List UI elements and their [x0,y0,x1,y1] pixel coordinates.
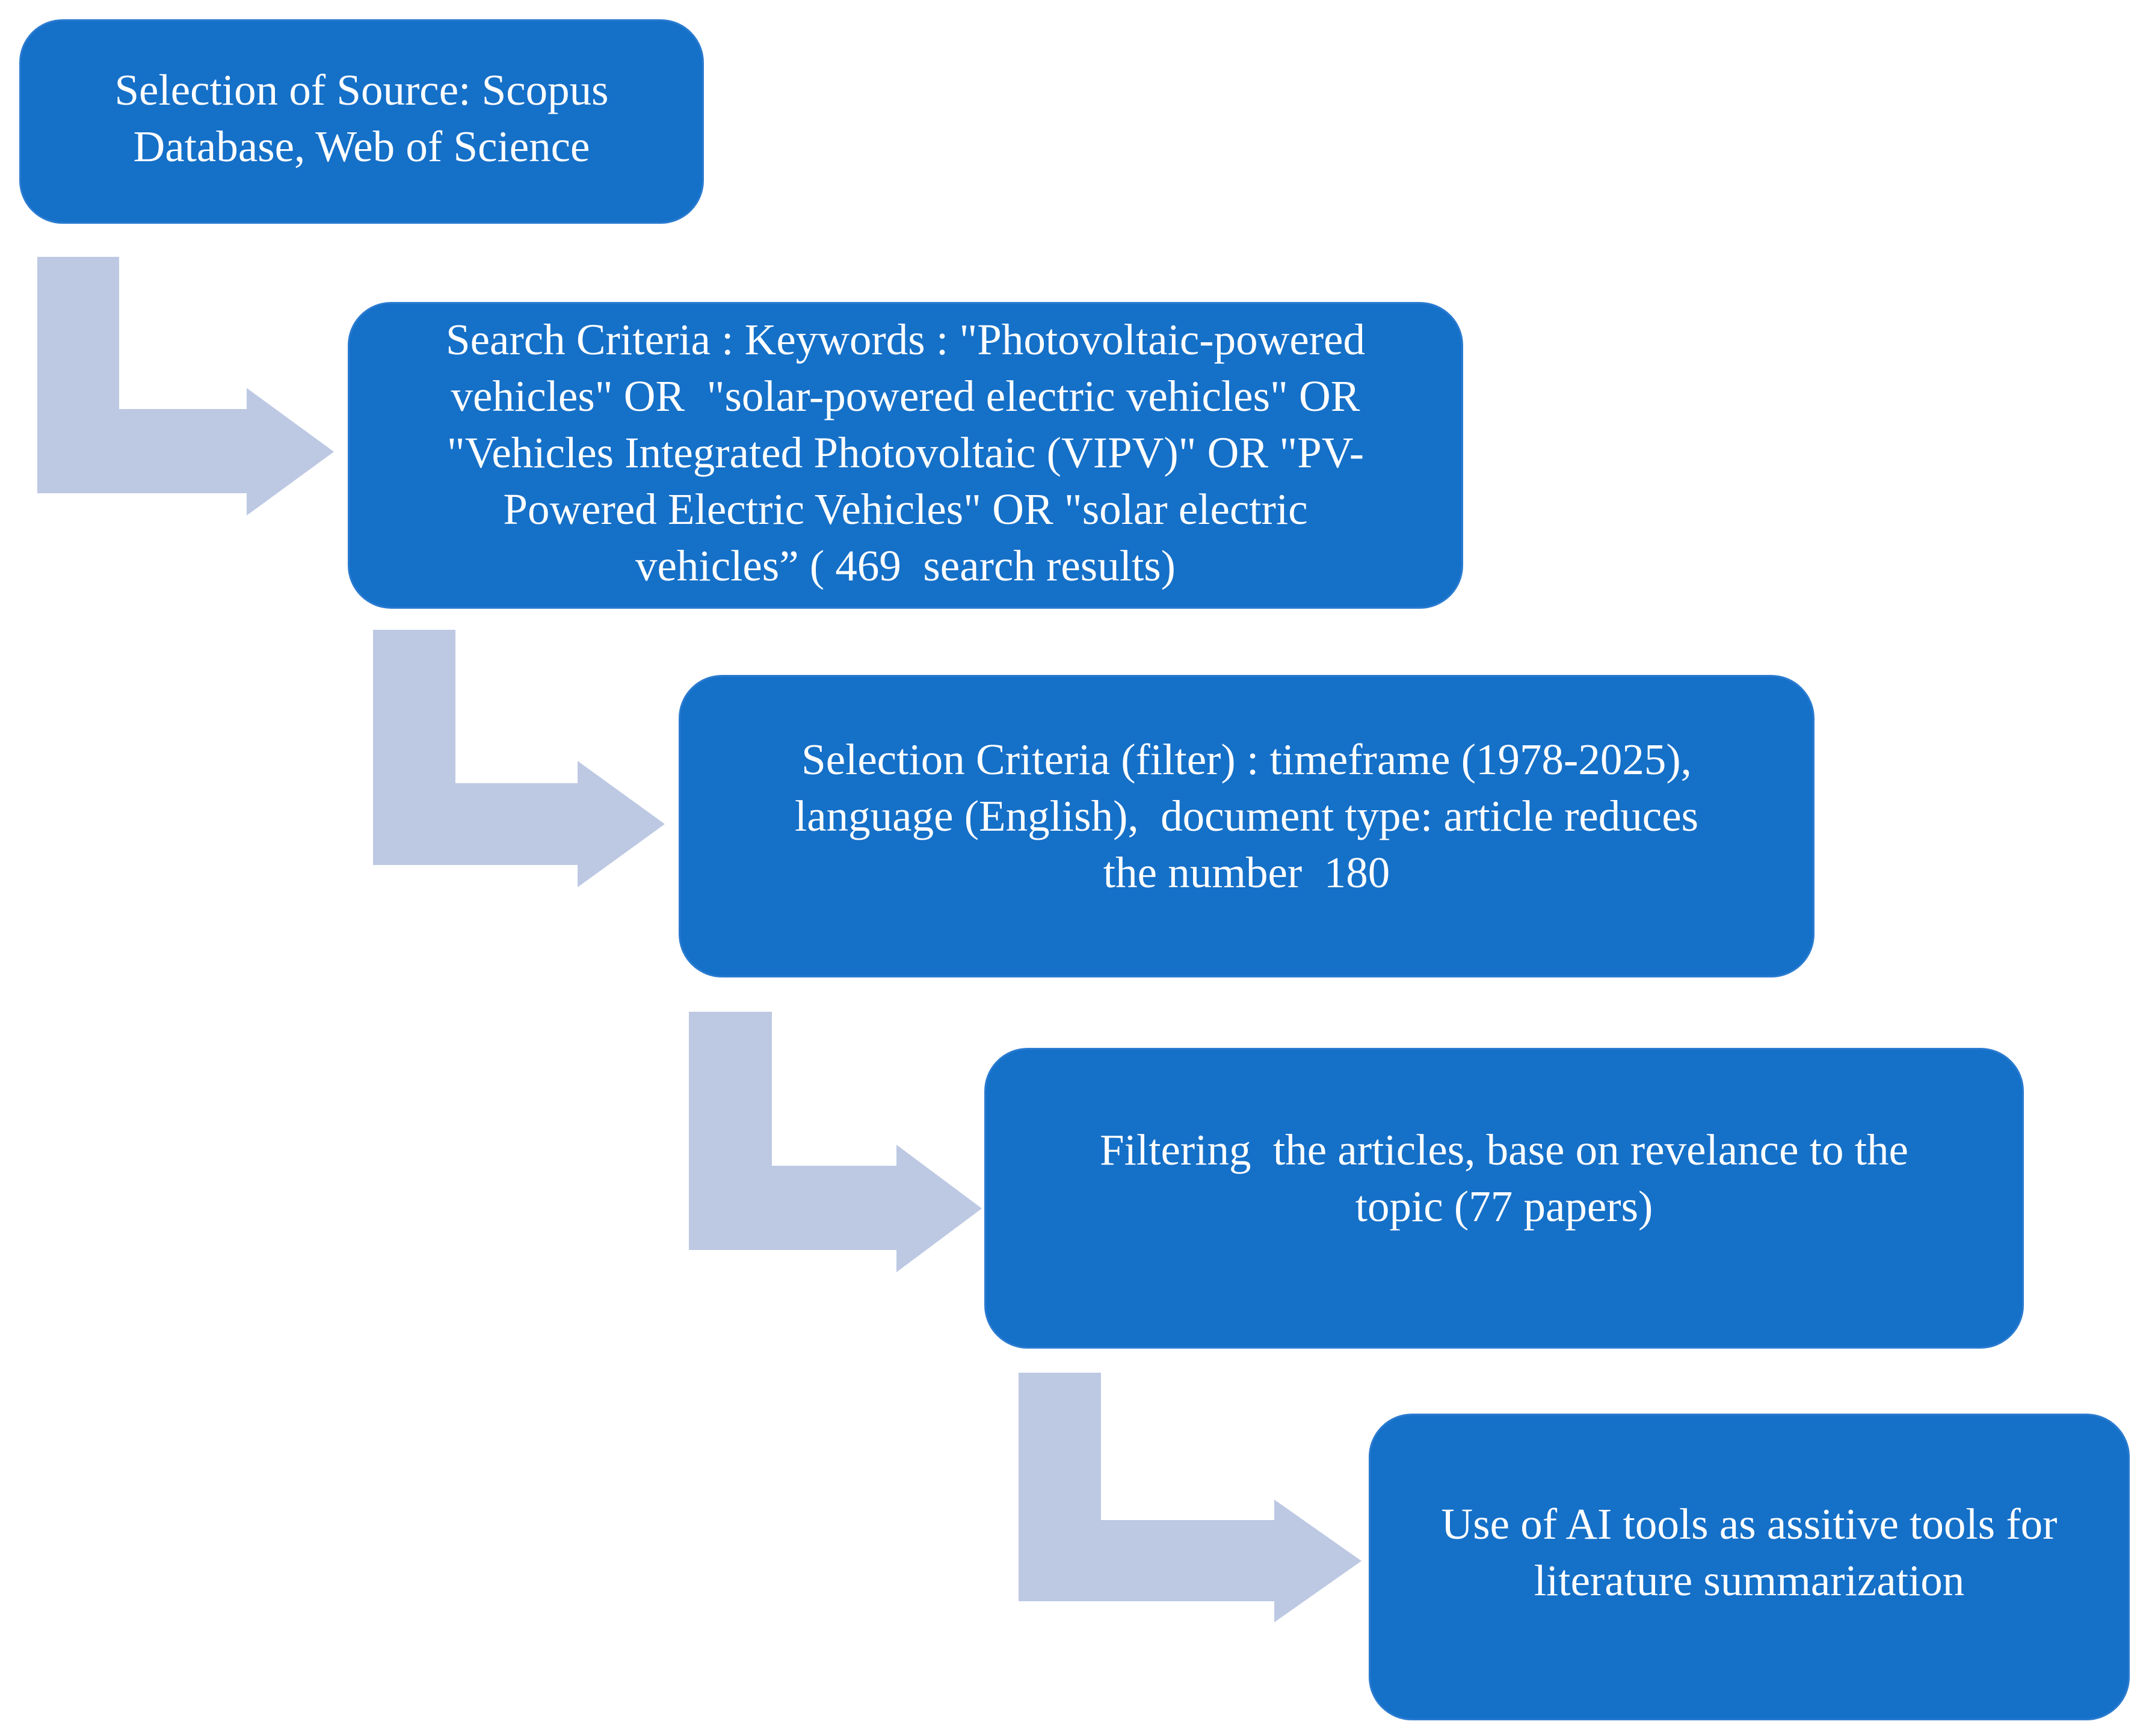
connector-arrow-4 [1019,1373,1361,1622]
step-text-line: "Vehicles Integrated Photovoltaic (VIPV)… [446,428,1364,477]
step-text-line: language (English), document type: artic… [794,791,1699,840]
connector-arrow-3 [689,1012,982,1272]
step-text-line: Powered Electric Vehicles" OR "solar ele… [503,485,1308,534]
step-text-line: Search Criteria : Keywords : "Photovolta… [446,315,1365,364]
step-ai-tools-box: Use of AI tools as assitive tools for li… [1369,1414,2130,1720]
step-search-criteria-text: Search Criteria : Keywords : "Photovolta… [446,312,1365,599]
step-text-line: topic (77 papers) [1355,1182,1653,1231]
step-relevance-filtering-text: Filtering the articles, base on revelanc… [1100,1122,1908,1275]
connector-arrow-1 [37,257,334,516]
step-text-line: literature summarization [1534,1556,1965,1605]
step-text-line: the number 180 [1103,848,1390,897]
step-text-line: Filtering the articles, base on revelanc… [1100,1125,1908,1174]
step-text-line: vehicles” ( 469 search results) [635,541,1176,590]
step-source-selection-box: Selection of Source: Scopus Database, We… [19,19,704,224]
step-text-line: Database, Web of Science [133,122,590,171]
step-source-selection-text: Selection of Source: Scopus Database, We… [114,62,608,181]
step-ai-tools-text: Use of AI tools as assitive tools for li… [1442,1496,2058,1638]
step-text-line: Selection of Source: Scopus [114,66,609,114]
step-selection-criteria-text: Selection Criteria (filter) : timeframe … [795,731,1698,922]
step-text-line: vehicles" OR "solar-powered electric veh… [451,372,1360,420]
step-selection-criteria-box: Selection Criteria (filter) : timeframe … [679,675,1815,977]
step-search-criteria-box: Search Criteria : Keywords : "Photovolta… [348,302,1463,609]
step-relevance-filtering-box: Filtering the articles, base on revelanc… [984,1048,2024,1349]
connector-arrow-2 [373,630,665,887]
step-text-line: Selection Criteria (filter) : timeframe … [801,734,1692,784]
step-text-line: Use of AI tools as assitive tools for [1441,1500,2058,1548]
